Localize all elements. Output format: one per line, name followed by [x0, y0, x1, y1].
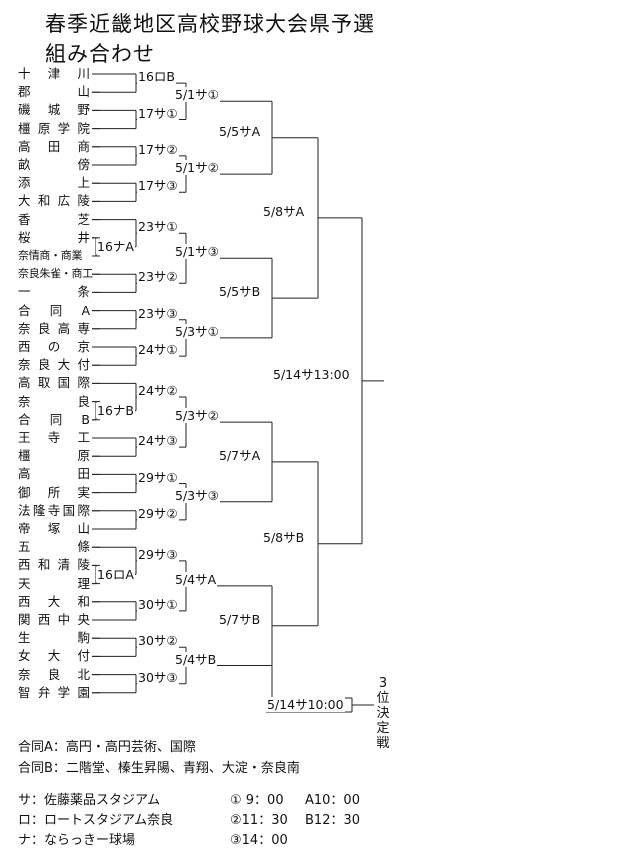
team-name: 奈良高専: [18, 320, 90, 336]
team-name: 法隆寺国際: [18, 502, 90, 518]
round-of-16-label: 16ナA: [96, 238, 135, 254]
semifinal-label: 5/8サB: [262, 529, 306, 545]
team-name: 生駒: [18, 630, 90, 646]
team-name: 天理: [18, 575, 90, 591]
third-place-game-label: 5/14サ10:00: [266, 697, 345, 712]
third-place-char: 位: [376, 691, 390, 706]
team-name: 西の京: [18, 339, 90, 354]
team-name: 香芝: [18, 211, 90, 227]
venue-ro: ロ：ロートスタジアム奈良: [18, 813, 174, 828]
second-round-game-label: 5/3サ②: [174, 408, 220, 424]
team-name: 橿原: [18, 448, 90, 464]
time-2: ②11：30: [230, 813, 288, 828]
second-round-game-label: 5/1サ③: [174, 244, 220, 260]
team-name: 女大付: [18, 648, 90, 664]
quarterfinal-label: 5/5サA: [218, 123, 262, 139]
venue-na: ナ：ならっきー球場: [18, 833, 136, 848]
team-name: 奈良北: [18, 666, 90, 682]
time-a: A10：00: [305, 793, 360, 808]
team-name: 十津川: [18, 66, 90, 81]
team-name: 奈情商・商業: [18, 249, 83, 262]
round-of-16-label: 16ナB: [96, 402, 135, 418]
first-round-game-label: 24サ③: [137, 433, 179, 449]
team-name: 関西中央: [18, 612, 90, 627]
first-round-game-label: 29サ①: [137, 469, 179, 485]
second-round-game-label: 5/4サB: [174, 651, 218, 667]
time-b: B12：30: [305, 813, 361, 828]
team-name: 高取国際: [18, 375, 90, 391]
first-round-game-label: 29サ②: [137, 505, 179, 521]
team-name: 桜井: [18, 229, 90, 245]
first-round-game-label: 30サ③: [137, 669, 179, 685]
second-round-game-label: 5/3サ③: [174, 487, 220, 503]
time-3: ③14：00: [230, 833, 288, 848]
first-round-game-label: 29サ③: [137, 546, 179, 562]
joint-team-b-note: 合同B：二階堂、榛生昇陽、青翔、大淀・奈良南: [18, 761, 300, 776]
team-name: 添上: [18, 175, 90, 191]
third-place-label: 3 位 決 定 戦: [376, 676, 390, 751]
team-name: 橿原学院: [18, 120, 90, 136]
team-name: 大和広陵: [18, 193, 90, 209]
team-name: 奈良大付: [18, 357, 90, 373]
final-label: 5/14サ13:00: [272, 366, 351, 382]
semifinal-label: 5/8サA: [262, 203, 306, 219]
team-name: 郡山: [18, 84, 90, 100]
first-round-game-label: 30サ②: [137, 633, 179, 649]
team-name: 磯城野: [18, 102, 90, 118]
team-name: 帝塚山: [18, 521, 90, 536]
first-round-game-label: 17サ②: [137, 141, 179, 157]
team-name: 高田商: [18, 138, 90, 154]
first-round-game-label: 16ロB: [137, 69, 176, 85]
page-subtitle: 組み合わせ: [45, 42, 155, 66]
first-round-game-label: 24サ②: [137, 383, 179, 399]
second-round-game-label: 5/1サ②: [174, 160, 220, 176]
team-name: 西和清陵: [18, 557, 90, 573]
team-name: 御所実: [18, 484, 90, 500]
team-name: 高田: [18, 466, 90, 482]
second-round-game-label: 5/3サ①: [174, 323, 220, 339]
first-round-game-label: 17サ③: [137, 178, 179, 194]
team-name: 王寺工: [18, 430, 90, 445]
third-place-char: 戦: [376, 736, 390, 751]
first-round-game-label: 24サ①: [137, 342, 179, 358]
page-title: 春季近畿地区高校野球大会県予選: [45, 12, 375, 36]
second-round-game-label: 5/1サ①: [174, 87, 220, 103]
team-name: 智弁学園: [18, 684, 90, 700]
first-round-game-label: 30サ①: [137, 596, 179, 612]
second-round-game-label: 5/4サA: [174, 571, 218, 587]
team-name: 五條: [18, 539, 90, 555]
venue-sa: サ：佐藤薬品スタジアム: [18, 793, 161, 808]
team-name: 奈良朱雀・商工: [18, 267, 93, 281]
first-round-game-label: 23サ①: [137, 219, 179, 235]
quarterfinal-label: 5/7サB: [218, 611, 262, 627]
time-1: ① 9：00: [230, 793, 284, 808]
quarterfinal-label: 5/7サA: [218, 447, 262, 463]
first-round-game-label: 23サ③: [137, 305, 179, 321]
third-place-char: 3: [378, 676, 388, 691]
third-place-char: 決: [376, 706, 390, 721]
team-name: 西大和: [18, 593, 90, 609]
third-place-char: 定: [376, 721, 390, 736]
first-round-game-label: 17サ①: [137, 105, 179, 121]
quarterfinal-label: 5/5サB: [218, 284, 262, 300]
team-name: 畝傍: [18, 157, 90, 172]
first-round-game-label: 23サ②: [137, 269, 179, 285]
team-name: 奈良: [18, 393, 90, 409]
joint-team-a-note: 合同A：高円・高円芸術、国際: [18, 740, 196, 755]
round-of-16-label: 16ロA: [96, 566, 135, 582]
team-name: 一条: [18, 284, 90, 300]
